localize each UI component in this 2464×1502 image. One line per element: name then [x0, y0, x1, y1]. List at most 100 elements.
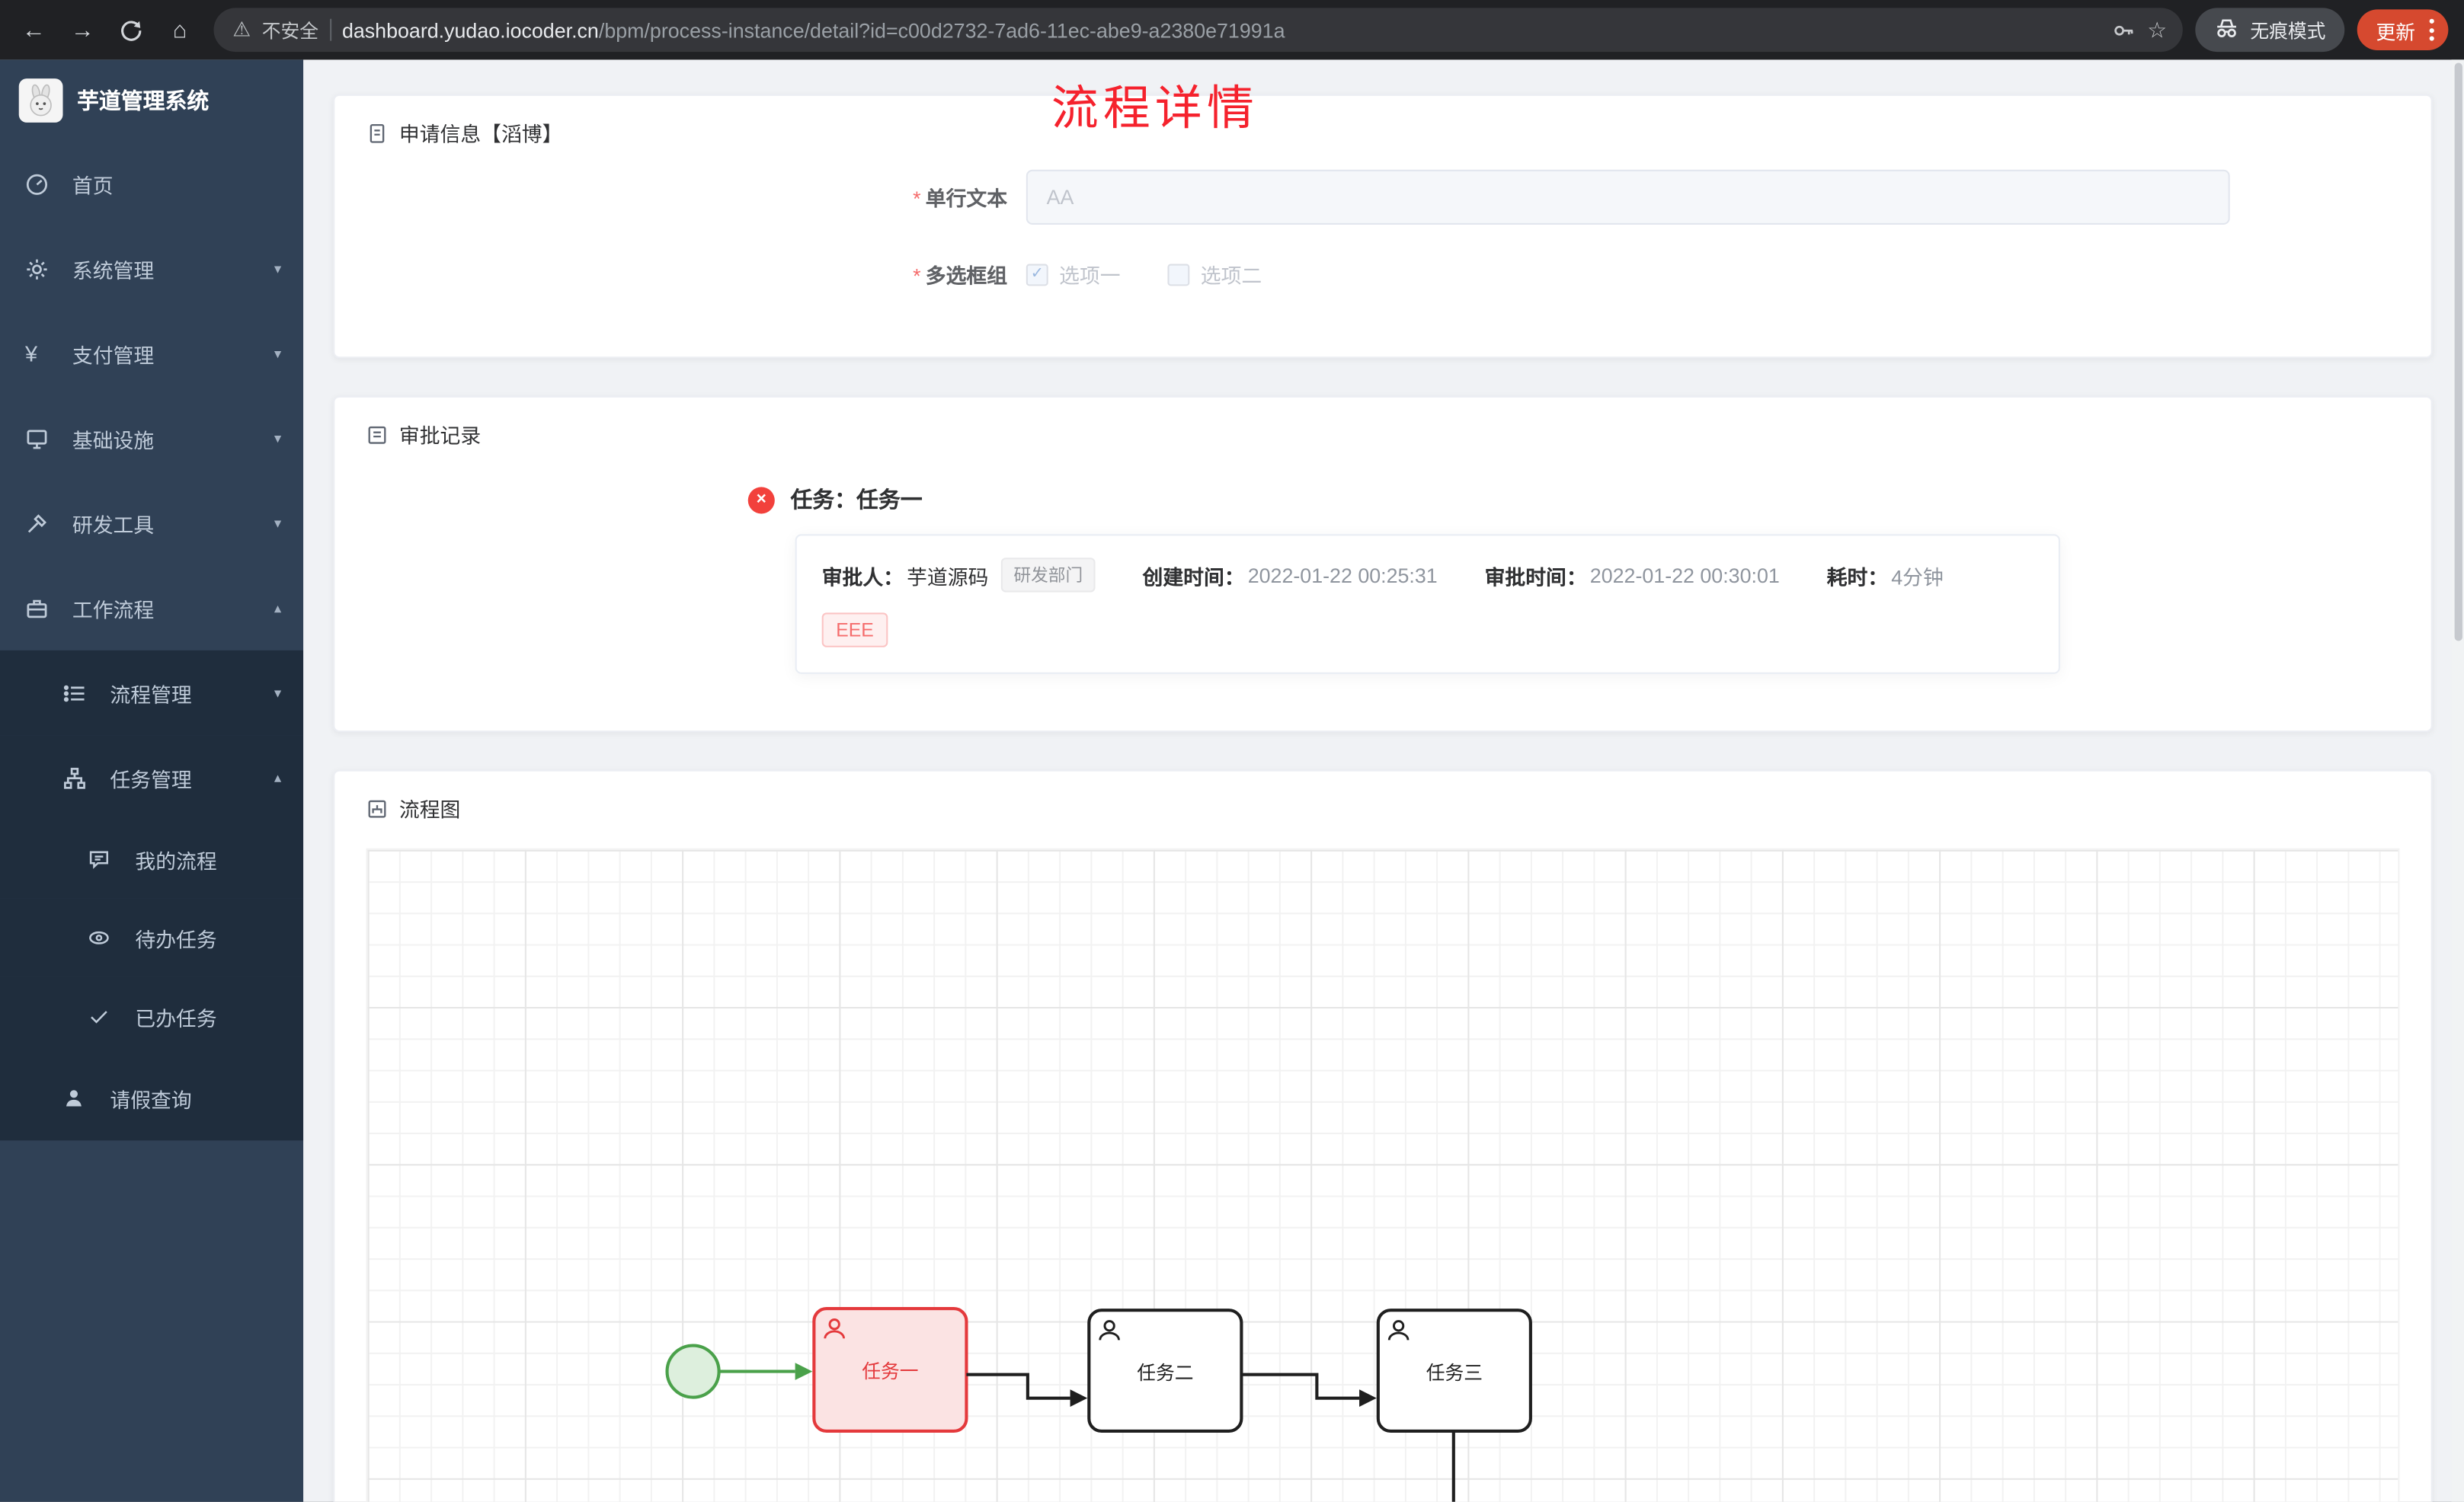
flow-arrowhead	[1070, 1389, 1088, 1407]
list-icon	[63, 681, 98, 705]
checkbox-checked-icon: ✓	[1026, 263, 1048, 286]
task-node-3-label: 任务三	[1426, 1363, 1483, 1384]
page-scrollbar[interactable]	[2451, 59, 2464, 1502]
audit-record-card-header: 审批记录	[334, 398, 2430, 459]
incognito-badge: 无痕模式	[2195, 8, 2345, 53]
dashboard-icon	[25, 172, 59, 196]
yen-icon: ¥	[25, 340, 38, 366]
approver-name: 芋道源码	[907, 564, 989, 589]
chevron-down-icon: ▾	[274, 344, 282, 361]
task-node-2[interactable]: 任务二	[1087, 1309, 1243, 1433]
task-node-2-label: 任务二	[1137, 1363, 1193, 1384]
bpmn-canvas[interactable]: 任务一 任务二	[366, 848, 2400, 1502]
audit-record-card-title: 审批记录	[398, 423, 482, 448]
sidebar-item-task-management[interactable]: 任务管理 ▴	[0, 735, 304, 820]
create-time-group: 创建时间： 2022-01-22 00:25:31	[1142, 563, 1438, 589]
audit-info-line: 审批人： 芋道源码 研发部门 创建时间： 2022-01-22 00:25:31…	[822, 558, 2034, 593]
reason-tag: EEE	[821, 612, 888, 647]
bpmn-diagram: 任务一 任务二	[665, 1307, 1532, 1502]
browser-nav-buttons: ← → ⌂	[13, 8, 202, 51]
sidebar-item-process-management[interactable]: 流程管理 ▾	[0, 650, 304, 736]
scrollbar-thumb[interactable]	[2453, 62, 2462, 641]
sidebar-item-devtools[interactable]: 研发工具 ▾	[0, 481, 303, 565]
incognito-icon	[2214, 15, 2239, 45]
required-asterisk: *	[913, 264, 921, 288]
menu-dots-icon[interactable]	[2429, 18, 2434, 41]
start-event-node[interactable]	[665, 1344, 721, 1399]
url-text: dashboard.yudao.iocoder.cn/bpm/process-i…	[342, 18, 2101, 42]
chevron-down-icon: ▾	[274, 430, 282, 446]
required-asterisk: *	[913, 187, 921, 211]
password-key-icon[interactable]	[2113, 18, 2136, 42]
browser-chrome: ← → ⌂ ⚠ 不安全 dashboard.yudao.iocoder.cn/b…	[0, 0, 2464, 60]
form-row-checkbox: *多选框组 ✓ 选项一 选项二	[334, 259, 2430, 289]
security-label: 不安全	[261, 19, 319, 42]
tree-icon	[63, 765, 98, 789]
sidebar-item-payment[interactable]: ¥ 支付管理 ▾	[25, 340, 282, 367]
main-content: 流程详情 申请信息【滔博】 *单行文本 AA *多选框组 ✓ 选项一	[303, 59, 2464, 1502]
single-line-text-input[interactable]: AA	[1026, 169, 2230, 225]
record-icon	[368, 425, 386, 443]
user-task-icon	[1103, 1320, 1115, 1332]
process-diagram-card-title: 流程图	[398, 797, 461, 822]
user-task-icon	[828, 1318, 840, 1331]
task-node-3[interactable]: 任务三	[1376, 1309, 1532, 1433]
user-task-icon	[1099, 1331, 1120, 1341]
checkbox-option-1[interactable]: ✓ 选项一	[1026, 259, 1121, 289]
form-row-text: *单行文本 AA	[334, 169, 2430, 225]
apply-info-card-title: 申请信息【滔博】	[398, 122, 563, 146]
app-title: 芋道管理系统	[77, 88, 210, 113]
security-warning-icon: ⚠	[232, 17, 251, 41]
user-task-icon	[824, 1330, 846, 1339]
browser-update-button[interactable]: 更新	[2357, 9, 2449, 50]
home-icon[interactable]: ⌂	[172, 16, 187, 43]
check-icon	[88, 1005, 123, 1027]
audit-task-row: × 任务：任务一	[747, 484, 2431, 515]
app-logo[interactable]: 芋道管理系统	[0, 59, 303, 141]
checkbox-group-label: *多选框组	[913, 264, 1008, 288]
create-time-value: 2022-01-22 00:25:31	[1247, 563, 1438, 587]
back-icon[interactable]: ←	[21, 16, 46, 43]
user-task-icon	[1387, 1331, 1410, 1341]
sidebar-item-todo-tasks[interactable]: 待办任务	[0, 898, 304, 977]
sidebar-item-done-tasks[interactable]: 已办任务	[0, 976, 304, 1056]
process-diagram-card: 流程图 任务一	[333, 769, 2433, 1502]
approver-group: 审批人： 芋道源码 研发部门	[822, 558, 1096, 593]
sidebar-item-home[interactable]: 首页	[0, 142, 303, 226]
checkbox-option-2[interactable]: 选项二	[1167, 259, 1262, 289]
tools-icon	[25, 511, 59, 535]
sidebar-item-infrastructure[interactable]: 基础设施 ▾	[0, 396, 303, 481]
bookmark-star-icon[interactable]: ☆	[2147, 16, 2168, 42]
chevron-down-icon: ▾	[274, 684, 282, 700]
sidebar-item-system[interactable]: 系统管理 ▾	[0, 226, 303, 311]
address-bar[interactable]: ⚠ 不安全 dashboard.yudao.iocoder.cn/bpm/pro…	[213, 8, 2183, 53]
checkbox-unchecked-icon	[1167, 263, 1190, 286]
app-logo-icon	[18, 78, 63, 123]
briefcase-icon	[25, 596, 59, 620]
flow-task2-to-task3	[1241, 1373, 1360, 1400]
duration-value: 4分钟	[1891, 564, 1944, 589]
single-line-text-label: *单行文本	[913, 187, 1008, 211]
sidebar-item-my-process[interactable]: 我的流程	[0, 820, 304, 899]
apply-info-card: 申请信息【滔博】 *单行文本 AA *多选框组 ✓ 选项一	[333, 94, 2433, 359]
task-node-1-label: 任务一	[862, 1361, 918, 1382]
eye-icon	[88, 927, 123, 949]
chat-icon	[88, 848, 123, 871]
audit-task-title: 任务：任务一	[790, 487, 923, 513]
sidebar-item-leave-query[interactable]: 请假查询	[0, 1056, 304, 1141]
flow-arrowhead	[1359, 1389, 1377, 1407]
task-node-1[interactable]: 任务一	[812, 1307, 968, 1433]
url-domain: dashboard.yudao.iocoder.cn	[341, 18, 599, 42]
person-icon	[63, 1087, 98, 1109]
incognito-label: 无痕模式	[2250, 19, 2326, 42]
apply-form: *单行文本 AA *多选框组 ✓ 选项一 选项二	[334, 157, 2430, 289]
sidebar-item-workflow[interactable]: 工作流程 ▴	[0, 566, 303, 650]
omnibox-divider	[329, 18, 331, 41]
reload-icon[interactable]	[110, 8, 152, 51]
department-tag: 研发部门	[1000, 558, 1096, 593]
forward-icon[interactable]: →	[70, 16, 94, 43]
flow-task1-to-task2	[966, 1373, 1070, 1400]
audit-time-group: 审批时间： 2022-01-22 00:30:01	[1484, 563, 1780, 589]
flow-arrowhead	[795, 1363, 813, 1380]
